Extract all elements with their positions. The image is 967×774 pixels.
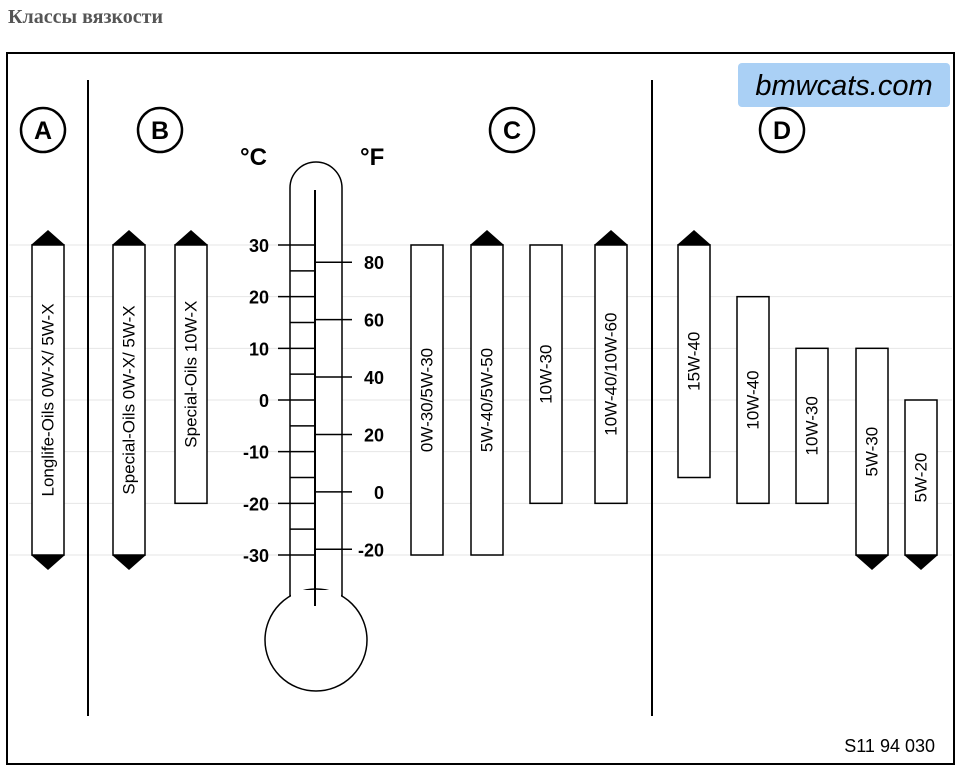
viscosity-bar-label: Longlife-Oils 0W-X/ 5W-X [39, 303, 58, 496]
figure-code: S11 94 030 [844, 736, 935, 756]
fahrenheit-unit-label: °F [360, 144, 384, 171]
arrow-down-icon [855, 555, 889, 571]
viscosity-bar-label: Special-Oils 10W-X [182, 301, 201, 448]
viscosity-bar [470, 244, 504, 556]
viscosity-bar [112, 244, 146, 556]
viscosity-bar [174, 244, 208, 505]
arrow-down-icon [31, 555, 65, 571]
group-letter-circle [758, 106, 806, 154]
arrow-up-icon [112, 229, 146, 245]
viscosity-bar-label: 5W-20 [912, 453, 931, 503]
celsius-tick-label: 20 [249, 288, 269, 308]
fahrenheit-tick-label: 80 [364, 253, 384, 273]
group-letter-d: D [773, 117, 791, 145]
arrow-down-icon [904, 555, 938, 571]
viscosity-bar-label: 15W-40 [685, 332, 704, 391]
fahrenheit-tick-label: -20 [358, 540, 384, 560]
watermark-badge [738, 63, 950, 107]
viscosity-bar-label: 5W-40/5W-50 [478, 348, 497, 452]
viscosity-bar-label: 0W-30/5W-30 [418, 348, 437, 452]
viscosity-bar-label: 10W-30 [803, 396, 822, 455]
fahrenheit-tick-label: 20 [364, 425, 384, 445]
viscosity-bar-label: 10W-30 [537, 345, 556, 404]
arrow-up-icon [31, 229, 65, 245]
viscosity-bar-label: 10W-40 [744, 370, 763, 429]
page-title: Классы вязкости [8, 6, 163, 28]
celsius-unit-label: °C [240, 144, 267, 171]
viscosity-bar-label: Special-Oils 0W-X/ 5W-X [120, 305, 139, 494]
viscosity-bar [795, 347, 829, 505]
celsius-tick-label: -20 [243, 494, 269, 514]
viscosity-bar-label: 5W-30 [863, 427, 882, 477]
viscosity-bar [529, 244, 563, 505]
arrow-up-icon [677, 229, 711, 245]
celsius-tick-label: -30 [243, 546, 269, 566]
viscosity-bar-label: 10W-40/10W-60 [602, 313, 621, 436]
group-letter-circle [19, 106, 67, 154]
group-letter-circle [136, 106, 184, 154]
arrow-down-icon [112, 555, 146, 571]
viscosity-bar [594, 244, 628, 505]
watermark-text: bmwcats.com [755, 70, 932, 102]
arrow-up-icon [594, 229, 628, 245]
celsius-tick-label: 30 [249, 236, 269, 256]
fahrenheit-tick-label: 60 [364, 311, 384, 331]
arrow-up-icon [470, 229, 504, 245]
celsius-tick-label: 10 [249, 339, 269, 359]
group-letter-circle [488, 106, 536, 154]
group-letter-b: B [151, 117, 169, 145]
viscosity-bar [855, 347, 889, 556]
group-letter-c: C [503, 117, 521, 145]
viscosity-bar [736, 295, 770, 505]
celsius-tick-label: -10 [243, 443, 269, 463]
fahrenheit-tick-label: 0 [374, 483, 384, 503]
fahrenheit-tick-label: 40 [364, 368, 384, 388]
arrow-up-icon [174, 229, 208, 245]
group-letter-a: A [34, 117, 52, 145]
viscosity-bar [410, 244, 444, 556]
viscosity-bar [904, 399, 938, 556]
celsius-tick-label: 0 [259, 391, 269, 411]
viscosity-bar [677, 244, 711, 479]
